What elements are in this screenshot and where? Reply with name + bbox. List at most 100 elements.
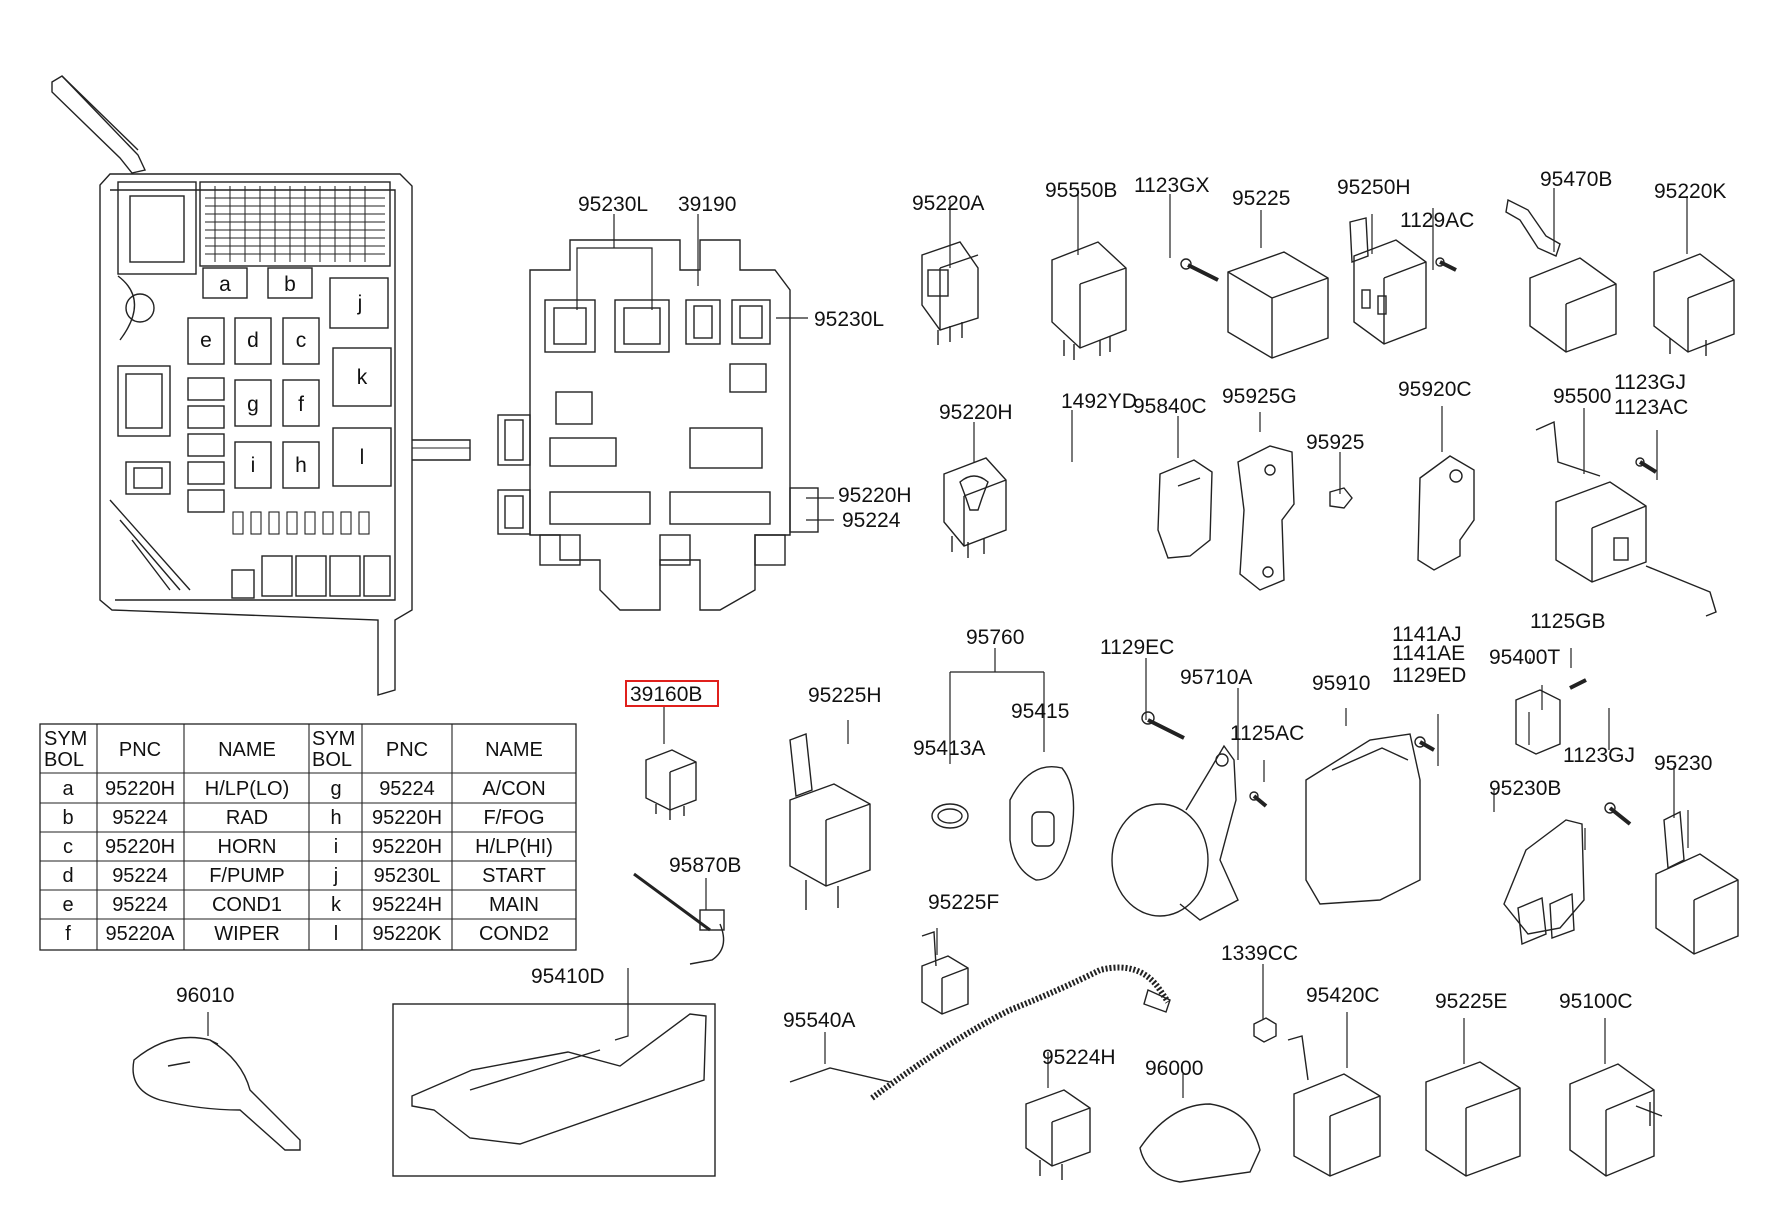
part-label[interactable]: 95225H [808,684,882,707]
part-label[interactable]: 39190 [678,193,736,216]
bracket-95230B [1503,819,1585,946]
part-label[interactable]: 1123AC [1614,396,1688,419]
bracket-95840C [1157,459,1213,559]
part-label[interactable]: 1123GX [1134,174,1210,197]
table-cell-name: H/LP(LO) [205,778,289,800]
part-label[interactable]: 95410D [531,965,605,988]
part-label[interactable]: 95220A [912,192,984,215]
part-label[interactable]: 1125GB [1530,610,1606,633]
fuse-letter-l: l [360,446,365,469]
relay-95224H [1025,1089,1091,1180]
part-label[interactable]: 1129ED [1392,664,1466,687]
table-cell-name: WIPER [214,923,280,945]
module-95400T [1515,689,1561,755]
part-label[interactable]: 95224H [1042,1046,1116,1069]
part-label[interactable]: 95220K [1654,180,1726,203]
part-label[interactable]: 95540A [783,1009,855,1032]
part-label[interactable]: 95550B [1045,179,1117,202]
part-label[interactable]: 1129EC [1100,636,1174,659]
part-label[interactable]: 95225 [1232,187,1290,210]
fuse-letter-b: b [284,273,296,296]
bolt-1125AC [1249,791,1268,808]
table-cell-name: A/CON [482,778,545,800]
part-label[interactable]: 95230B [1489,777,1561,800]
relay-95225E [1425,1061,1521,1177]
fuse-letter-a: a [219,273,231,296]
sensor-95870B [633,872,725,965]
part-label[interactable]: 1141AJ [1392,623,1462,646]
part-label[interactable]: 95870B [669,854,741,877]
table-cell-pnc: 95220H [105,778,175,800]
part-label[interactable]: 95230 [1654,752,1712,775]
screw-1123GJ-top [1635,457,1658,474]
fuse-letter-g: g [247,393,259,416]
part-label[interactable]: 1125AC [1230,722,1304,745]
part-label[interactable]: 95710A [1180,666,1252,689]
module-95910 [1305,733,1421,905]
part-label[interactable]: 95920C [1398,378,1472,401]
relay-95225F [921,931,969,1015]
bolt-1123GJ [1604,802,1632,826]
part-label[interactable]: 95413A [913,737,985,760]
part-label[interactable]: 95220H [838,484,912,507]
bracket-95925G [1237,445,1295,591]
part-label[interactable]: 95840C [1133,395,1207,418]
fuse-letter-e: e [200,329,212,352]
part-label[interactable]: 95230L [578,193,648,216]
table-header-symbol: BOL [44,749,84,771]
fuse-letter-d: d [247,329,259,352]
part-label[interactable]: 95224 [842,509,901,532]
part-label[interactable]: 95225E [1435,990,1507,1013]
part-label[interactable]: 1123GJ [1614,371,1686,394]
table-cell-pnc: 95224 [112,894,168,916]
table-cell-pnc: 95220H [372,807,442,829]
bracket-95410D [392,1003,716,1177]
table-cell-symbol: i [334,836,338,858]
part-label[interactable]: 95910 [1312,672,1370,695]
screw-1125GB [1569,678,1587,690]
part-label[interactable]: 95230L [814,308,884,331]
part-label[interactable]: 95925 [1306,431,1364,454]
relay-95220A [921,241,979,345]
part-label[interactable]: 95760 [966,626,1024,649]
table-cell-pnc: 95220K [373,923,443,945]
bolt-1129EC [1141,711,1185,740]
table-cell-pnc: 95224 [112,807,168,829]
table-cell-pnc: 95220A [106,923,176,945]
table-cell-pnc: 95230L [374,865,441,887]
part-label[interactable]: 95225F [928,891,999,914]
part-label[interactable]: 1339CC [1221,942,1298,965]
table-header-symbol: SYM [44,728,87,750]
cable-95540A [789,964,1171,1101]
part-label[interactable]: 95420C [1306,984,1380,1007]
part-label[interactable]: 96000 [1145,1057,1203,1080]
part-label[interactable]: 95925G [1222,385,1297,408]
nut-1339CC [1253,1017,1277,1043]
part-labels: 95230L 39190 95230L 95220H 95224 95220A … [176,168,1726,1080]
relay-39160B [645,749,697,820]
part-label[interactable]: 95250H [1337,176,1411,199]
part-label[interactable]: 1141AE [1392,642,1465,665]
fuse-letter-f: f [298,393,304,416]
part-label[interactable]: 1492YD [1061,390,1137,413]
cover-96010 [132,1036,301,1151]
part-label[interactable]: 96010 [176,984,234,1007]
table-cell-name: F/PUMP [209,865,285,887]
part-label[interactable]: 95400T [1489,646,1560,669]
fuse-letter-j: j [357,292,363,315]
horn-95710A [1111,744,1239,921]
part-label[interactable]: 95470B [1540,168,1612,191]
part-label[interactable]: 95500 [1553,385,1611,408]
table-cell-pnc: 95224 [112,865,168,887]
part-label[interactable]: 1123GJ [1563,744,1635,767]
part-label[interactable]: 95100C [1559,990,1633,1013]
part-label[interactable]: 95220H [939,401,1013,424]
part-label[interactable]: 39160B [630,683,702,706]
highlight-box-39160B [625,680,719,707]
part-label[interactable]: 1129AC [1400,209,1474,232]
table-cell-name: COND2 [479,923,549,945]
part-label[interactable]: 95415 [1011,700,1069,723]
table-cell-name: F/FOG [483,807,544,829]
